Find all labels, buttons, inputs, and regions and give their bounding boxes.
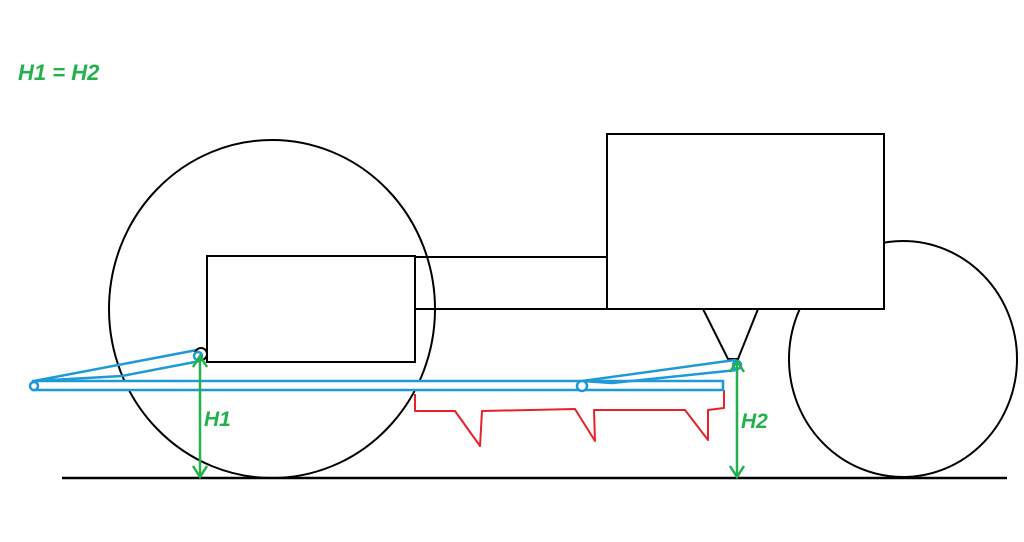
front-mount-funnel <box>701 308 760 360</box>
middle-pivot <box>575 379 589 393</box>
front-linkage-arm <box>580 358 739 385</box>
equation-title: H1 = H2 <box>18 60 100 85</box>
red-blade-unit <box>414 390 725 447</box>
rear-body-box <box>206 255 416 363</box>
front-wheel <box>788 240 1018 478</box>
left-end-pivot <box>28 380 40 392</box>
h2-measure-arrow <box>728 358 746 480</box>
rear-linkage-arm <box>32 348 202 383</box>
h2-label: H2 <box>741 410 768 433</box>
h1-label: H1 <box>204 408 231 431</box>
h1-measure-arrow <box>191 353 209 480</box>
connecting-beam <box>414 256 608 310</box>
front-body-box <box>606 133 885 310</box>
